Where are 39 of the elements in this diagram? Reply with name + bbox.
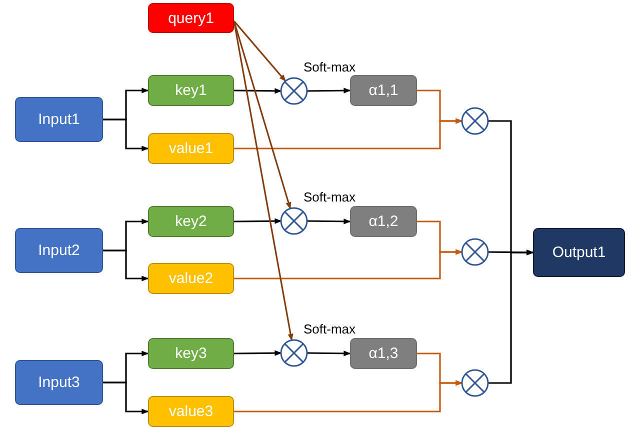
key-box: key1 [148, 75, 234, 106]
input-box: Input2 [15, 228, 103, 273]
multiply-circle [461, 107, 489, 135]
multiply-circle [461, 369, 489, 397]
key-box: key3 [148, 338, 234, 369]
input-box: Input1 [15, 97, 103, 142]
key-box: key2 [148, 206, 234, 237]
value-box: value3 [148, 396, 234, 427]
weight-box: α1,2 [350, 206, 417, 237]
arrow [234, 218, 282, 224]
arrow [307, 88, 351, 94]
arrow [234, 249, 463, 280]
query-box: query1 [148, 3, 234, 33]
arrow [234, 118, 463, 150]
arrow [234, 88, 282, 94]
arrow [307, 218, 351, 224]
input-box: Input3 [15, 360, 103, 405]
arrow [233, 20, 294, 341]
weight-box: α1,1 [350, 75, 417, 106]
arrow [234, 350, 282, 356]
value-box: value1 [148, 133, 234, 164]
arrow [488, 250, 534, 384]
arrow [307, 350, 351, 356]
edge-label: Soft-max [302, 59, 356, 74]
edge-label: Soft-max [302, 322, 356, 337]
multiply-circle [280, 207, 308, 235]
multiply-circle [280, 339, 308, 367]
arrow [103, 382, 149, 414]
edge-label: Soft-max [302, 190, 356, 205]
weight-box: α1,3 [350, 338, 417, 369]
arrow [103, 250, 149, 282]
output-box: Output1 [533, 228, 625, 277]
multiply-circle [280, 77, 308, 105]
arrow [233, 20, 292, 210]
arrow [103, 118, 149, 152]
multiply-circle [461, 238, 489, 266]
arrow [234, 380, 463, 412]
value-box: value2 [148, 263, 234, 294]
arrow [233, 20, 286, 82]
